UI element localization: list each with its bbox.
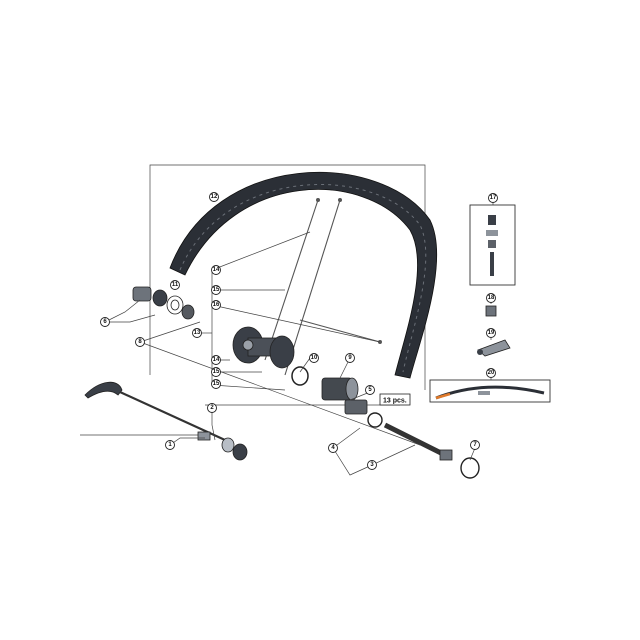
callout-1: 1 bbox=[165, 440, 175, 450]
callout-8: 8 bbox=[135, 337, 145, 347]
callout-label: 9 bbox=[348, 355, 352, 361]
callout-15-b: 15 bbox=[211, 367, 221, 377]
callout-3: 3 bbox=[367, 460, 377, 470]
callout-label: 15 bbox=[213, 381, 220, 387]
callout-15-a: 15 bbox=[211, 285, 221, 295]
callout-label: 5 bbox=[368, 387, 372, 393]
callout-9: 9 bbox=[345, 353, 355, 363]
rim bbox=[169, 171, 438, 379]
callout-label: 20 bbox=[488, 370, 495, 376]
callout-14-a: 14 bbox=[211, 265, 221, 275]
quantity-label: 13 pcs. bbox=[383, 398, 407, 405]
callout-label: 11 bbox=[172, 282, 179, 288]
callout-18: 18 bbox=[486, 293, 496, 303]
spoke-3 bbox=[299, 319, 381, 343]
callout-10: 10 bbox=[309, 353, 319, 363]
callout-13: 13 bbox=[192, 328, 202, 338]
callout-2: 2 bbox=[207, 403, 217, 413]
callout-11: 11 bbox=[170, 280, 180, 290]
callout-label: 14 bbox=[213, 357, 220, 363]
callout-label: 15 bbox=[213, 369, 220, 375]
callout-label: 10 bbox=[311, 355, 318, 361]
callout-7: 7 bbox=[470, 440, 480, 450]
callout-16: 16 bbox=[211, 300, 221, 310]
callout-label: 13 bbox=[194, 330, 201, 336]
hub-body bbox=[232, 326, 295, 369]
callout-label: 18 bbox=[488, 295, 495, 301]
callout-label: 17 bbox=[490, 195, 497, 201]
callout-label: 8 bbox=[138, 339, 142, 345]
callout-4: 4 bbox=[328, 443, 338, 453]
callout-15-c: 15 bbox=[211, 379, 221, 389]
callout-label: 16 bbox=[213, 302, 220, 308]
spoke-2 bbox=[284, 199, 341, 376]
callout-19: 19 bbox=[486, 328, 496, 338]
spoke-1 bbox=[264, 199, 319, 361]
callout-label: 14 bbox=[213, 267, 220, 273]
callout-label: 2 bbox=[210, 405, 214, 411]
rim-tape-box bbox=[429, 379, 551, 403]
callout-20: 20 bbox=[486, 368, 496, 378]
callout-label: 19 bbox=[488, 330, 495, 336]
quick-release bbox=[84, 381, 248, 461]
callout-label: 7 bbox=[473, 442, 477, 448]
callout-17: 17 bbox=[488, 193, 498, 203]
callout-6: 6 bbox=[100, 317, 110, 327]
callout-label: 12 bbox=[211, 194, 218, 200]
freehub-assembly bbox=[291, 366, 480, 479]
valve-box bbox=[469, 204, 516, 286]
callout-label: 15 bbox=[213, 287, 220, 293]
callout-12: 12 bbox=[209, 192, 219, 202]
callout-5: 5 bbox=[365, 385, 375, 395]
spokes bbox=[264, 198, 382, 376]
callout-label: 6 bbox=[103, 319, 107, 325]
left-bearing-parts bbox=[132, 286, 195, 320]
callout-label: 4 bbox=[331, 445, 335, 451]
callout-14-b: 14 bbox=[211, 355, 221, 365]
callout-label: 3 bbox=[370, 462, 374, 468]
small-parts bbox=[477, 305, 511, 357]
quantity-label-box: 13 pcs. bbox=[379, 393, 411, 406]
frame-lines bbox=[80, 164, 426, 436]
callout-label: 1 bbox=[168, 442, 172, 448]
